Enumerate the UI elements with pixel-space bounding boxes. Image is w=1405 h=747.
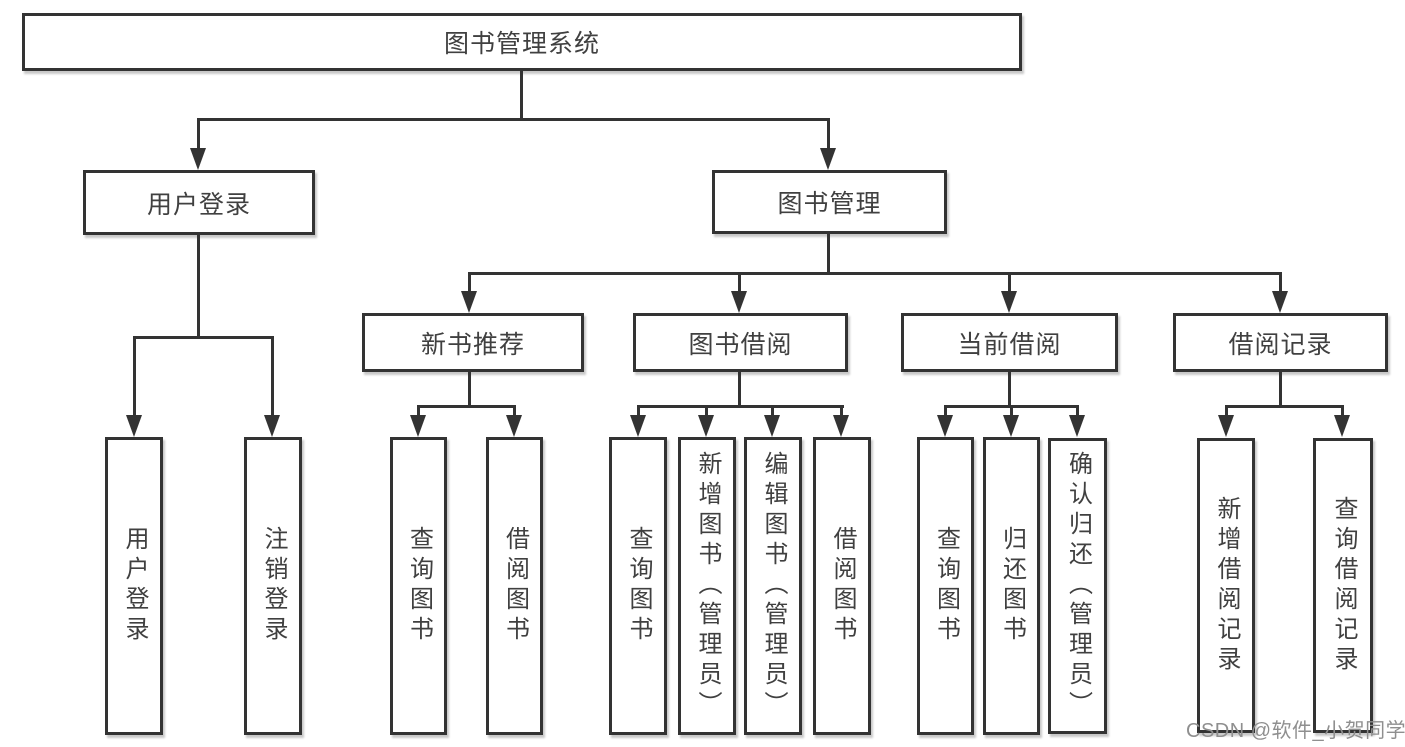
watermark: CSDN @软件_小贺同学 xyxy=(1186,720,1405,742)
node-label: 图书管理系统 xyxy=(443,30,600,58)
connector-new-book-recommend-bar xyxy=(417,405,516,408)
leaf-edit-book-admin: 编辑图书（管理员） xyxy=(744,437,802,735)
connector-to-leaf xyxy=(513,405,516,417)
leaf-label: 查询图书 xyxy=(932,526,960,646)
arrowhead-down-icon xyxy=(833,415,849,437)
connector-to-leaf xyxy=(944,405,947,417)
connector-to-leaf xyxy=(1341,405,1344,417)
connector-borrowing-records-stem xyxy=(1279,372,1282,408)
arrowhead-down-icon xyxy=(461,291,477,313)
arrowhead-down-icon xyxy=(1272,291,1288,313)
arrowhead-down-icon xyxy=(126,415,142,437)
connector-root-stem xyxy=(520,71,523,121)
leaf-label: 用户登录 xyxy=(121,526,148,646)
node-book-borrowing: 图书借阅 xyxy=(633,313,848,372)
arrowhead-down-icon xyxy=(410,415,426,437)
leaf-label: 新增图书（管理员） xyxy=(694,451,721,721)
connector-to-leaf xyxy=(637,405,640,417)
leaf-label: 归还图书 xyxy=(998,526,1026,646)
leaf-return-book: 归还图书 xyxy=(983,437,1040,735)
leaf-query-book-current: 查询图书 xyxy=(917,437,974,735)
connector-to-user-login xyxy=(197,118,200,150)
arrowhead-down-icon xyxy=(820,148,836,170)
connector-new-book-recommend-stem xyxy=(468,372,471,408)
connector-book-management-stem xyxy=(827,234,830,275)
connector-to-leaf xyxy=(1010,405,1013,417)
node-label: 图书管理 xyxy=(777,190,882,218)
node-book-management: 图书管理 xyxy=(712,170,947,234)
leaf-query-book-borrowing: 查询图书 xyxy=(609,437,667,735)
leaf-label: 查询借阅记录 xyxy=(1330,495,1357,676)
connector-to-leaf xyxy=(1076,405,1079,417)
leaf-add-borrow-record: 新增借阅记录 xyxy=(1197,438,1255,733)
arrowhead-down-icon xyxy=(764,415,780,437)
leaf-borrow-book: 借阅图书 xyxy=(813,437,871,735)
arrowhead-down-icon xyxy=(264,415,280,437)
connector-book-borrowing-stem xyxy=(738,372,741,408)
leaf-label: 查询图书 xyxy=(405,526,433,646)
node-label: 用户登录 xyxy=(146,190,251,219)
node-new-book-recommend: 新书推荐 xyxy=(362,313,584,372)
arrowhead-down-icon xyxy=(1218,415,1234,437)
leaf-user-login: 用户登录 xyxy=(105,437,163,735)
connector-to-leaf xyxy=(1225,405,1228,417)
arrowhead-down-icon xyxy=(731,291,747,313)
connector-to-leaf xyxy=(771,405,774,417)
node-user-login: 用户登录 xyxy=(83,170,315,235)
leaf-label: 确认归还（管理员） xyxy=(1064,451,1092,721)
arrowhead-down-icon xyxy=(698,415,714,437)
connector-to-new-book-recommend xyxy=(468,272,471,294)
connector-level2-bar xyxy=(197,118,830,121)
connector-borrowing-records-bar xyxy=(1225,405,1344,408)
connector-user-login-bar xyxy=(133,336,274,339)
connector-to-book-management xyxy=(827,118,830,150)
arrowhead-down-icon xyxy=(1003,415,1019,437)
arrowhead-down-icon xyxy=(937,415,953,437)
connector-current-borrowing-stem xyxy=(1008,372,1011,408)
node-label: 借阅记录 xyxy=(1228,330,1333,359)
node-label: 图书借阅 xyxy=(688,330,793,359)
node-library-management-system: 图书管理系统 xyxy=(22,13,1022,71)
node-current-borrowing: 当前借阅 xyxy=(901,313,1118,372)
connector-to-current-borrowing xyxy=(1008,272,1011,294)
connector-level3-bar xyxy=(468,272,1282,275)
leaf-label: 借阅图书 xyxy=(501,526,529,646)
leaf-confirm-return-admin: 确认归还（管理员） xyxy=(1048,438,1107,734)
node-label: 当前借阅 xyxy=(957,330,1062,359)
connector-to-leaf xyxy=(417,405,420,417)
connector-user-login-stem xyxy=(197,235,200,339)
leaf-label: 编辑图书（管理员） xyxy=(760,451,787,721)
connector-book-borrowing-bar xyxy=(637,405,844,408)
connector-to-borrowing-records xyxy=(1279,272,1282,294)
arrowhead-down-icon xyxy=(506,415,522,437)
arrowhead-down-icon xyxy=(1334,415,1350,437)
arrowhead-down-icon xyxy=(1069,415,1085,437)
node-label: 新书推荐 xyxy=(420,330,525,359)
connector-to-leaf-logout xyxy=(271,336,274,417)
arrowhead-down-icon xyxy=(190,148,206,170)
leaf-add-book-admin: 新增图书（管理员） xyxy=(678,437,736,735)
connector-to-leaf-user-login xyxy=(133,336,136,417)
arrowhead-down-icon xyxy=(1001,291,1017,313)
connector-to-leaf xyxy=(705,405,708,417)
leaf-label: 借阅图书 xyxy=(829,526,856,646)
leaf-logout: 注销登录 xyxy=(244,437,302,735)
node-borrowing-records: 借阅记录 xyxy=(1173,313,1388,372)
leaf-label: 查询图书 xyxy=(625,526,652,646)
connector-to-book-borrowing xyxy=(738,272,741,294)
arrowhead-down-icon xyxy=(630,415,646,437)
leaf-label: 新增借阅记录 xyxy=(1213,495,1240,676)
connector-to-leaf xyxy=(840,405,843,417)
leaf-borrow-book-recommend: 借阅图书 xyxy=(486,437,543,735)
leaf-label: 注销登录 xyxy=(260,526,287,646)
leaf-query-book-recommend: 查询图书 xyxy=(390,437,447,735)
leaf-query-borrow-record: 查询借阅记录 xyxy=(1313,438,1373,733)
